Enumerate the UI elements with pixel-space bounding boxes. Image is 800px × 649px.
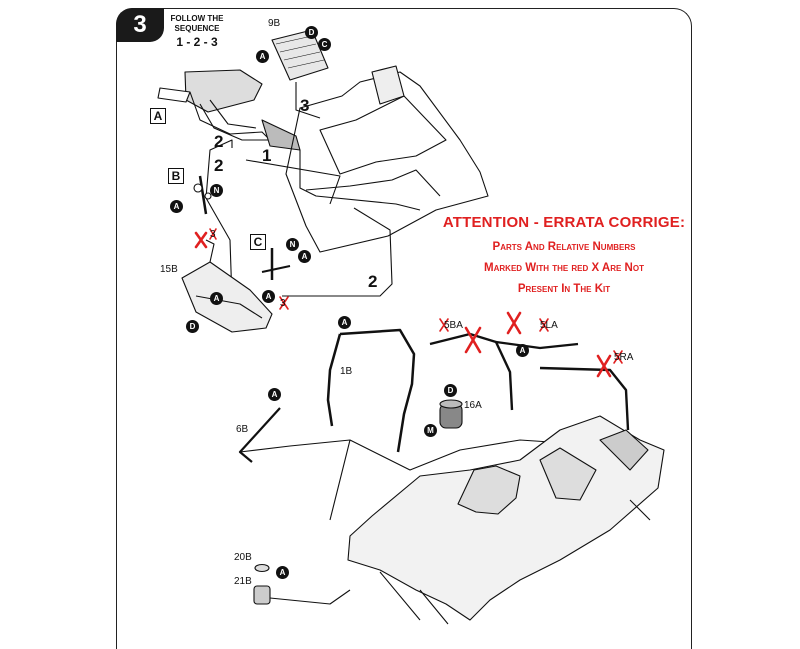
strut-assembly-b [193, 175, 212, 215]
sequence-number-1: 1 [262, 146, 272, 165]
rear-tub [347, 415, 665, 625]
marker-a-icon: A [262, 290, 275, 303]
part-label-3-c: 3 [280, 298, 286, 309]
marker-a-icon: A [268, 388, 281, 401]
box-label-c: C [250, 234, 266, 250]
marker-n-icon: N [286, 238, 299, 251]
strut-assembly-c [261, 248, 291, 280]
errata-x-mark-label-5la [539, 318, 549, 332]
errata-x-mark-label-b [209, 228, 217, 240]
errata-x-marks [194, 228, 623, 378]
errata-line: Parts And Relative Numbers [492, 241, 636, 253]
part-label-6b: 6B [236, 424, 249, 435]
errata-x-mark-strut-b [194, 231, 208, 249]
errata-x-mark-label-5ra [613, 350, 623, 364]
marker-a-icon: A [516, 344, 529, 357]
sequence-number-2-right: 2 [368, 272, 378, 291]
sequence-number-2-upper: 2 [214, 132, 224, 151]
step-panel [116, 8, 692, 649]
sequence-order: 1 - 2 - 3 [176, 35, 218, 49]
marker-a-icon: A [210, 292, 223, 305]
connector-wire [205, 139, 233, 301]
cable-run-1 [299, 150, 421, 211]
sequence-number-3: 3 [300, 96, 310, 115]
errata-x-mark-label-c [279, 296, 289, 310]
part-label-15b: 15B [160, 264, 178, 275]
fuel-pump-16a [439, 399, 463, 429]
errata-line: Present In The Kit [517, 283, 611, 295]
cable-run-2 [245, 159, 341, 205]
exhaust-manifold [157, 69, 301, 151]
marker-a-icon: A [256, 50, 269, 63]
marker-c-icon: C [318, 38, 331, 51]
box-label-b: B [168, 168, 184, 184]
lower-arm-15b [181, 239, 273, 333]
errata-x-mark-bar-5ba [464, 326, 482, 354]
errata-title: ATTENTION - ERRATA CORRIGE: [442, 214, 686, 231]
part-label-5ra: 5RA [614, 352, 634, 363]
part-label-3-b: 3 [210, 229, 216, 240]
sequence-title: Follow the sequence [170, 14, 224, 33]
marker-a-icon: A [338, 316, 351, 329]
part-label-5ba: 5BA [444, 320, 463, 331]
errata-line: Marked With the red X Are Not [484, 262, 644, 274]
part-label-1b: 1B [340, 366, 353, 377]
roll-cage [238, 328, 630, 521]
marker-d-icon: D [305, 26, 318, 39]
part-label-21b: 21B [234, 576, 252, 587]
errata-x-mark-bar-center [506, 311, 522, 335]
errata-text: Parts And Relative Numbers Marked With t… [440, 237, 688, 300]
step-number-tab: 3 [116, 8, 164, 42]
cable-run-3 [282, 207, 393, 297]
marker-n-icon: N [210, 184, 223, 197]
part-label-5la: 5LA [540, 320, 558, 331]
marker-a-icon: A [298, 250, 311, 263]
sequence-number-2-lower: 2 [214, 156, 224, 175]
marker-a-icon: A [170, 200, 183, 213]
ecu-box-9b [271, 29, 329, 119]
front-chassis [285, 65, 489, 253]
errata-note: ATTENTION - ERRATA CORRIGE: Parts And Re… [440, 214, 688, 300]
marker-d-icon: D [186, 320, 199, 333]
errata-x-mark-bar-5ra [596, 354, 612, 378]
sequence-note: Follow the sequence 1 - 2 - 3 [168, 14, 226, 49]
fuel-filter-21b [253, 563, 351, 605]
part-label-16a: 16A [464, 400, 482, 411]
errata-x-mark-label-5ba [439, 318, 449, 332]
part-label-9b: 9B [268, 18, 281, 29]
box-label-a: A [150, 108, 166, 124]
marker-d-icon: D [444, 384, 457, 397]
marker-a-icon: A [276, 566, 289, 579]
marker-m-icon: M [424, 424, 437, 437]
part-label-20b: 20B [234, 552, 252, 563]
